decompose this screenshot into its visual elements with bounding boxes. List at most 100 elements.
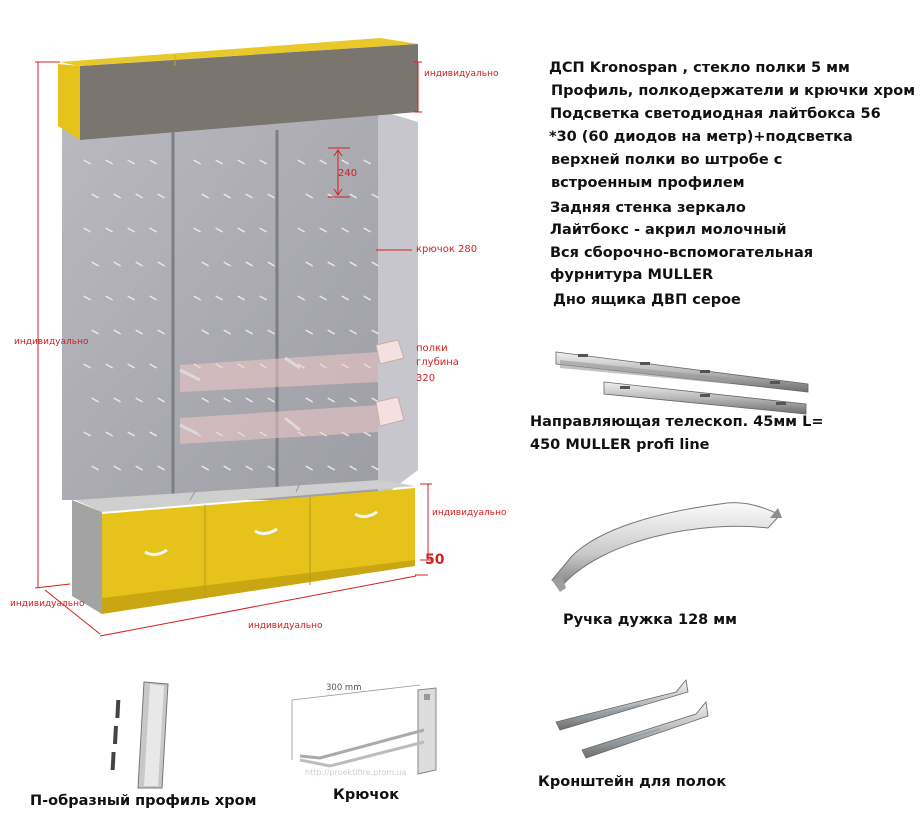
hook-mark (349, 329, 357, 335)
hook-mark (223, 193, 231, 199)
hook-mark (91, 193, 99, 199)
hook-mark (363, 295, 371, 301)
hook-mark (193, 295, 201, 301)
hook-mark (135, 261, 143, 267)
hook-mark (297, 227, 305, 233)
dim-top-width: индивидуально (424, 69, 499, 79)
hook-mark (193, 227, 201, 233)
hook-mark (267, 329, 275, 335)
dim-total-height: индивидуально (14, 337, 89, 347)
watermark: http://proektifire.prom.ua (305, 768, 407, 777)
hook-mark (91, 465, 99, 471)
unit-top (75, 480, 415, 512)
hook-mark (305, 193, 313, 199)
hook-mark (363, 227, 371, 233)
hook-mark (305, 397, 313, 403)
spec-item: Задняя стенка зеркало (550, 200, 746, 216)
hook-mark (105, 295, 113, 301)
dim-shelf-label-3: 320 (416, 373, 435, 384)
hook-mark (215, 295, 223, 301)
hook-mark (305, 261, 313, 267)
hook-caption: Крючок (333, 787, 400, 803)
shelf-bracket-image (555, 679, 709, 759)
lightbox-side-face (58, 64, 80, 140)
hook-mark (237, 159, 245, 165)
hook-mark (157, 193, 165, 199)
hook-mark (105, 159, 113, 165)
hook-mark (297, 295, 305, 301)
hook-mark (259, 295, 267, 301)
dim-hook-length: крючок 280 (416, 244, 477, 255)
hook-mark (341, 227, 349, 233)
hook-mark (113, 465, 121, 471)
hook-mark (259, 227, 267, 233)
hook-mark (157, 329, 165, 335)
dim-shelf-label-2: глубина (416, 357, 459, 368)
hook-mark (245, 397, 253, 403)
hook-mark (149, 363, 157, 369)
hook-mark (113, 261, 121, 267)
hook-mark (259, 159, 267, 165)
spec-item: встроенным профилем (551, 175, 745, 191)
shelf-glow-1 (180, 352, 378, 392)
hook-mark (319, 159, 327, 165)
hook-mark (105, 431, 113, 437)
spec-item: Вся сборочно-вспомогательная (550, 245, 814, 261)
hook-mark (83, 227, 91, 233)
hook-mark (237, 227, 245, 233)
hook-mark (105, 227, 113, 233)
hook-mark (349, 465, 357, 471)
spec-item: *30 (60 диодов на метр)+подсветка (549, 129, 853, 145)
hook-mark (149, 227, 157, 233)
back-panel (62, 110, 418, 500)
dim-box-height: индивидуально (432, 508, 507, 518)
hook-mark (305, 465, 313, 471)
hook-mark (371, 193, 379, 199)
glass-shelf-1 (375, 339, 405, 365)
hook-mark (267, 193, 275, 199)
hook-mark (215, 159, 223, 165)
hook-mark (157, 465, 165, 471)
hook-mark (113, 193, 121, 199)
hook-mark (157, 397, 165, 403)
bracket-caption: Кронштейн для полок (538, 774, 727, 790)
hook-mark (223, 397, 231, 403)
shelf-brackets (179, 356, 301, 436)
hook-mark (371, 261, 379, 267)
hook-mark (237, 295, 245, 301)
lightbox-top-face (60, 38, 418, 66)
dimension-lines (34, 61, 432, 637)
drawer-unit (72, 480, 415, 614)
hook-mark (341, 159, 349, 165)
hook-mark (127, 363, 135, 369)
hook-mark (127, 295, 135, 301)
unit-front (102, 488, 415, 614)
hook-mark (201, 465, 209, 471)
hook-image: 300 mm http://proektifire.prom.ua (291, 683, 437, 777)
hook-mark (349, 193, 357, 199)
hook-mark (201, 397, 209, 403)
slide-caption-line-1: Направляющая телескоп. 45мм L= (530, 414, 824, 430)
drawer-handle-2 (254, 527, 278, 536)
hook-mark (349, 261, 357, 267)
hook-mark (349, 397, 357, 403)
hook-mark (201, 329, 209, 335)
hook-mark (223, 465, 231, 471)
hook-mark (105, 363, 113, 369)
hook-mark (91, 397, 99, 403)
hook-mark (245, 193, 253, 199)
hook-mark (127, 159, 135, 165)
hook-mark (83, 159, 91, 165)
hook-mark (113, 329, 121, 335)
spec-item: Дно ящика ДВП серое (553, 292, 741, 308)
telescopic-slide-image (555, 351, 809, 415)
hook-mark (267, 465, 275, 471)
hook-grid (83, 159, 379, 471)
profile-caption: П-образный профиль хром (30, 793, 257, 809)
spec-item: Профиль, полкодержатели и крючки хром (551, 83, 916, 99)
hook-dimension-text: 300 mm (326, 683, 362, 693)
spec-item: фурнитура MULLER (550, 267, 714, 283)
hook-mark (201, 193, 209, 199)
